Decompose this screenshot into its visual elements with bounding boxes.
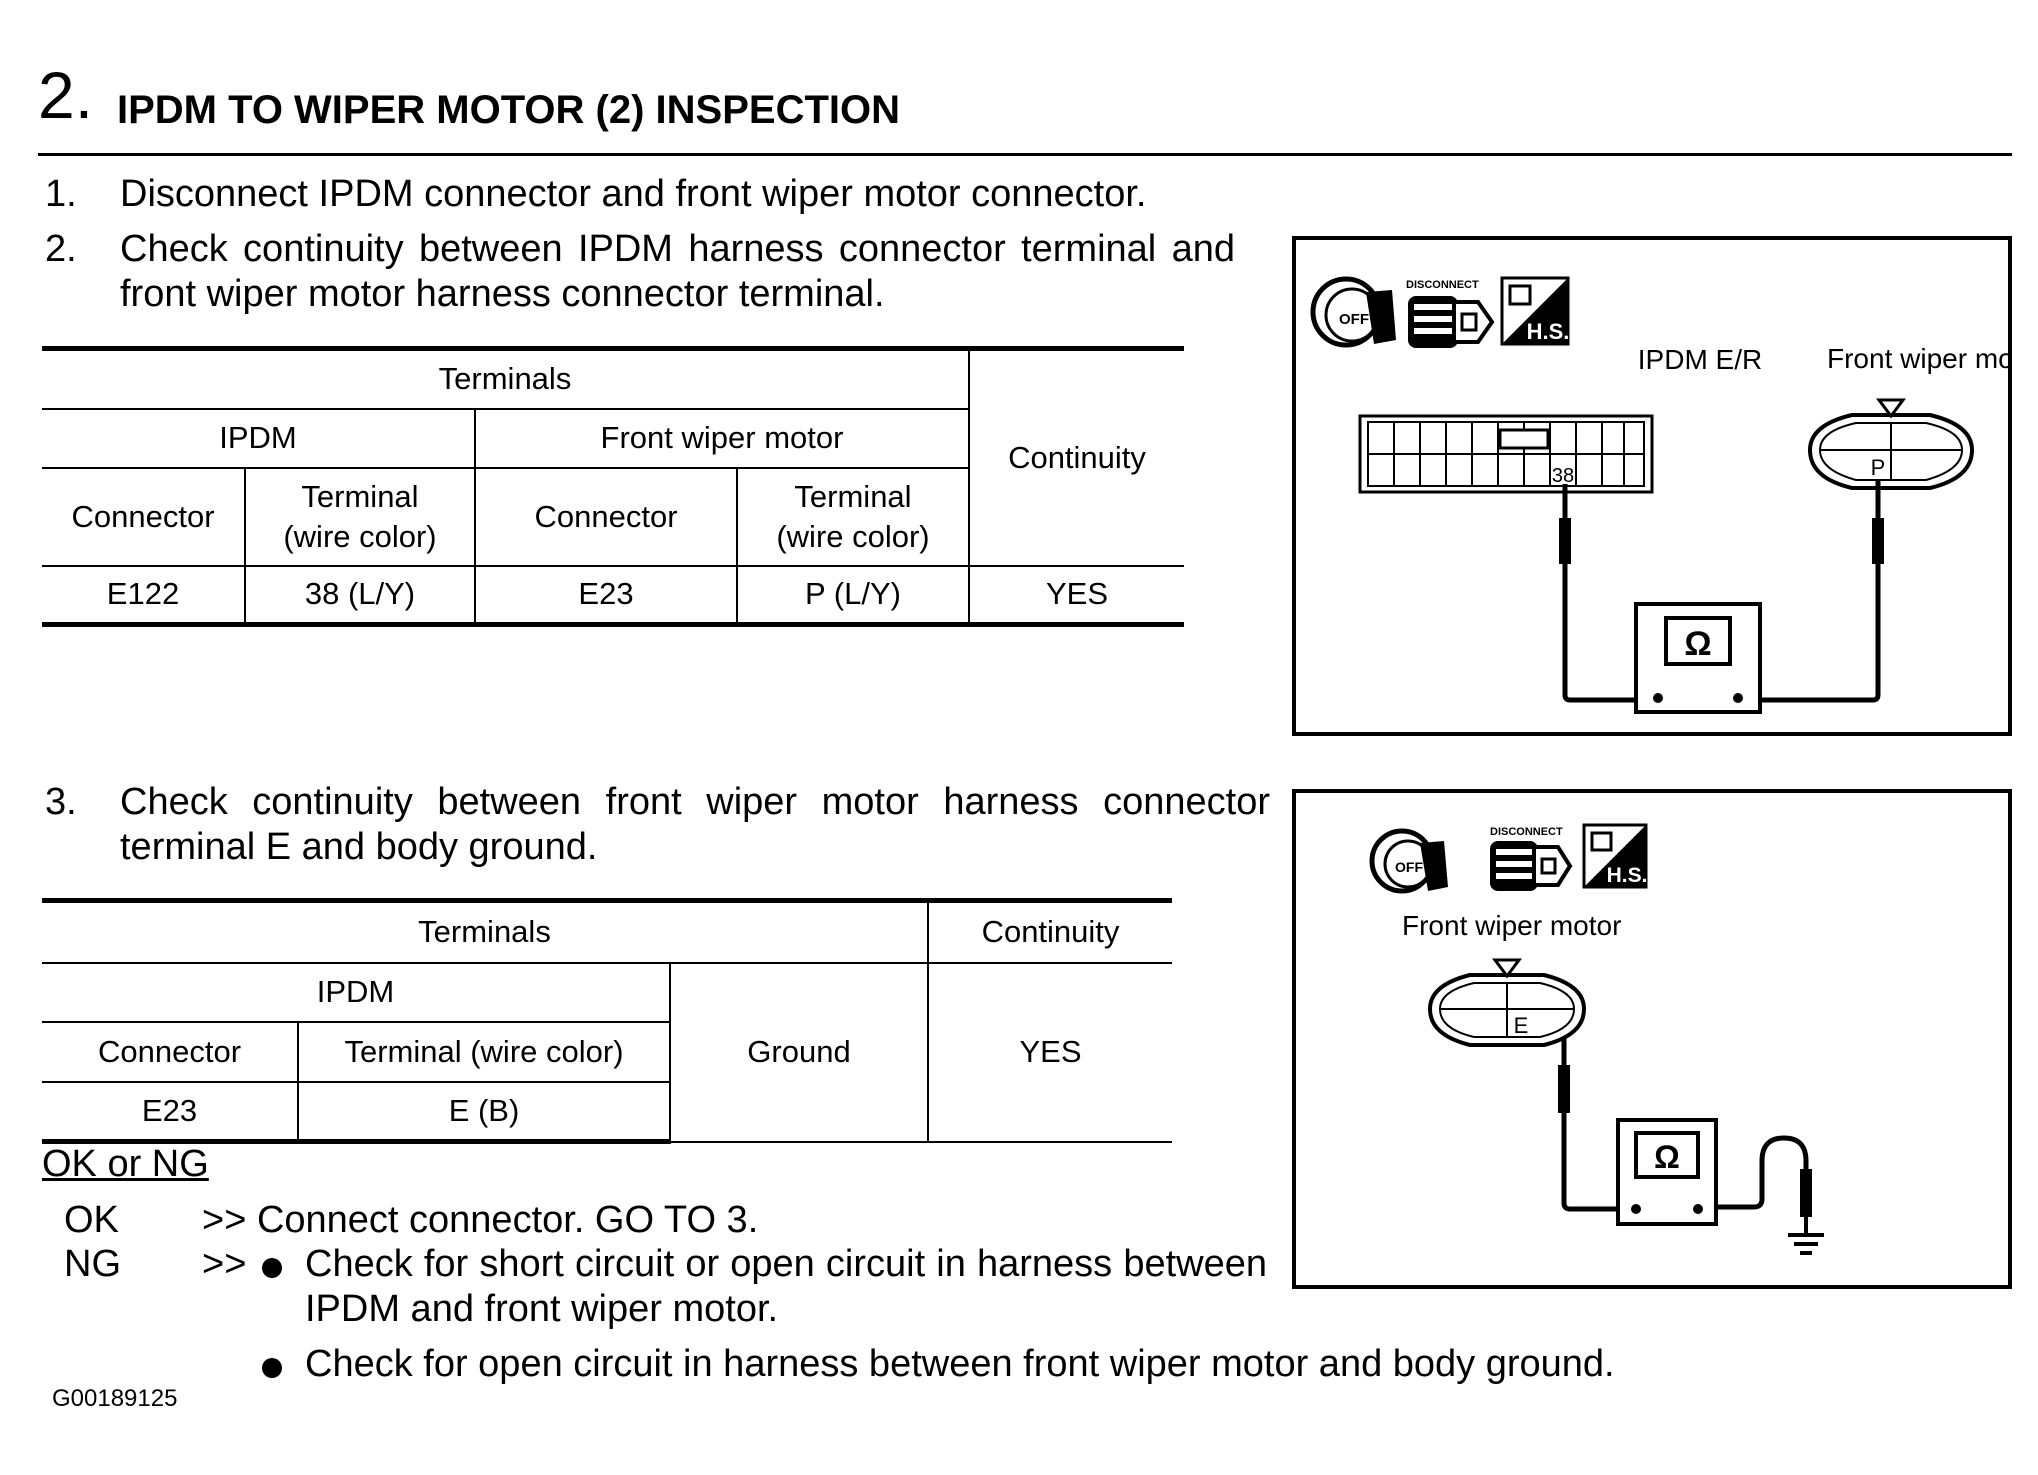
figure-1-diagram: OFF DISCONNECT H.S. IPDM E/R Front wiper… [1310, 276, 2038, 714]
t1-ipdm-header: IPDM [42, 407, 476, 469]
ohm-symbol: Ω [1654, 1139, 1680, 1175]
t1-ipdm-terminal-header: Terminal (wire color) [244, 466, 476, 567]
t1-cell-ipdm-terminal: 38 (L/Y) [244, 564, 476, 627]
bullet-icon [262, 1258, 282, 1278]
hs-text: H.S. [1607, 864, 1648, 887]
t1-cell-continuity: YES [968, 564, 1184, 627]
header-rule [38, 153, 2012, 156]
t1-continuity-header: Continuity [968, 346, 1184, 567]
t2-cell-terminal: E (B) [297, 1080, 670, 1144]
ohmmeter-icon: Ω [1616, 1118, 1718, 1226]
ok-label: OK [64, 1199, 119, 1241]
t2-connector-header: Connector [42, 1020, 299, 1083]
probe-icon [1558, 1065, 1570, 1113]
t2-terminals-header: Terminals [42, 898, 929, 964]
ohmmeter-icon: Ω [1634, 602, 1762, 714]
step-3-number: 3. [45, 781, 77, 823]
step-2: 2. Check continuity between IPDM harness… [45, 227, 1245, 322]
ok-ng-heading: OK or NG [42, 1143, 209, 1185]
table-row: E23 E (B) [42, 1080, 1172, 1144]
disconnect-text: DISCONNECT [1490, 826, 1563, 838]
section-title: IPDM TO WIPER MOTOR (2) INSPECTION [117, 88, 901, 132]
t2-continuity-header: Continuity [927, 898, 1172, 964]
ignition-key-icon: OFF [1310, 276, 1396, 348]
front-wiper-motor-label: Front wiper motor [1402, 910, 1621, 941]
ignition-key-icon: OFF [1369, 828, 1448, 894]
t1-cell-motor-terminal: P (L/Y) [736, 564, 970, 627]
hs-text: H.S. [1527, 319, 1570, 344]
test-lead-wires [1562, 480, 1881, 703]
step-2-text: Check continuity between IPDM harness co… [120, 228, 1235, 315]
harness-sign-icon: H.S. [1582, 823, 1648, 889]
t1-terminals-header: Terminals [42, 346, 970, 410]
t1-motor-terminal-line1: Terminal [794, 478, 912, 514]
terminal-38-label: 38 [1552, 465, 1574, 487]
ng-bullet-1: Check for short circuit or open circuit … [305, 1243, 1267, 1330]
step-3: 3. Check continuity between front wiper … [45, 780, 1270, 875]
t1-motor-connector-header: Connector [474, 466, 738, 567]
t1-ipdm-terminal-line2: (wire color) [283, 518, 437, 554]
wiper-motor-connector-diagram: E [1427, 958, 1587, 1047]
step-2-number: 2. [45, 228, 77, 270]
section-number: 2. [38, 58, 94, 132]
probe-icon [1800, 1169, 1812, 1217]
t1-cell-ipdm-connector: E122 [42, 564, 246, 627]
disconnect-text: DISCONNECT [1406, 279, 1479, 291]
probe-icon [1872, 518, 1884, 564]
t1-motor-terminal-header: Terminal (wire color) [736, 466, 969, 567]
t2-cell-connector: E23 [42, 1080, 299, 1144]
table-row: E122 38 (L/Y) E23 P (L/Y) YES [42, 564, 1184, 627]
wiper-motor-connector-diagram: P [1807, 398, 1975, 490]
test-lead-wires [1561, 1037, 1809, 1212]
probe-icon [1559, 518, 1571, 564]
front-wiper-motor-label: Front wiper motor [1827, 343, 2008, 374]
step-1-number: 1. [45, 173, 77, 215]
bullet-icon [262, 1358, 282, 1378]
t1-ipdm-connector-header: Connector [42, 466, 246, 567]
figure-motor-to-ground: OFF DISCONNECT H.S. Front wiper motor [1292, 789, 2012, 1289]
ng-bullet-2: Check for open circuit in harness betwee… [305, 1343, 1615, 1385]
figure-ipdm-to-motor: OFF DISCONNECT H.S. IPDM E/R Front wiper… [1292, 236, 2038, 736]
step-1-text: Disconnect IPDM connector and front wipe… [120, 173, 1147, 215]
harness-sign-icon: H.S. [1500, 276, 1570, 346]
terminal-e-label: E [1514, 1013, 1529, 1038]
t1-cell-motor-connector: E23 [474, 564, 738, 627]
ipdm-connector-diagram: 38 [1358, 414, 1654, 494]
ipdm-er-label: IPDM E/R [1638, 344, 1762, 375]
figure-code: G00189125 [52, 1385, 178, 1412]
disconnect-icon: DISCONNECT [1490, 826, 1573, 891]
t2-yes-cell: YES [927, 961, 1172, 1143]
t1-motor-terminal-line2: (wire color) [776, 518, 930, 554]
t2-ipdm-header: IPDM [42, 961, 671, 1023]
ng-label: NG [64, 1243, 121, 1285]
disconnect-icon: DISCONNECT [1406, 279, 1495, 348]
continuity-table-2: Terminals Continuity IPDM Ground YES Con… [42, 898, 1172, 1144]
ignition-off-text: OFF [1395, 859, 1423, 875]
t2-terminal-header: Terminal (wire color) [297, 1020, 670, 1083]
ng-arrow: >> [202, 1243, 247, 1285]
terminal-p-label: P [1871, 455, 1886, 480]
ground-icon [1788, 1217, 1824, 1255]
ignition-off-text: OFF [1339, 311, 1369, 328]
t1-ipdm-terminal-line1: Terminal [301, 478, 419, 514]
step-3-text: Check continuity between front wiper mot… [120, 781, 1270, 868]
t2-ground-cell: Ground [669, 961, 929, 1143]
figure-2-diagram: OFF DISCONNECT H.S. Front wiper motor [1369, 823, 1824, 1255]
ohm-symbol: Ω [1684, 625, 1711, 663]
continuity-table-1: Terminals Continuity IPDM Front wiper mo… [42, 346, 1184, 627]
ok-text: >> Connect connector. GO TO 3. [202, 1199, 759, 1241]
t1-motor-header: Front wiper motor [474, 407, 969, 469]
step-1: 1. Disconnect IPDM connector and front w… [45, 172, 1295, 217]
